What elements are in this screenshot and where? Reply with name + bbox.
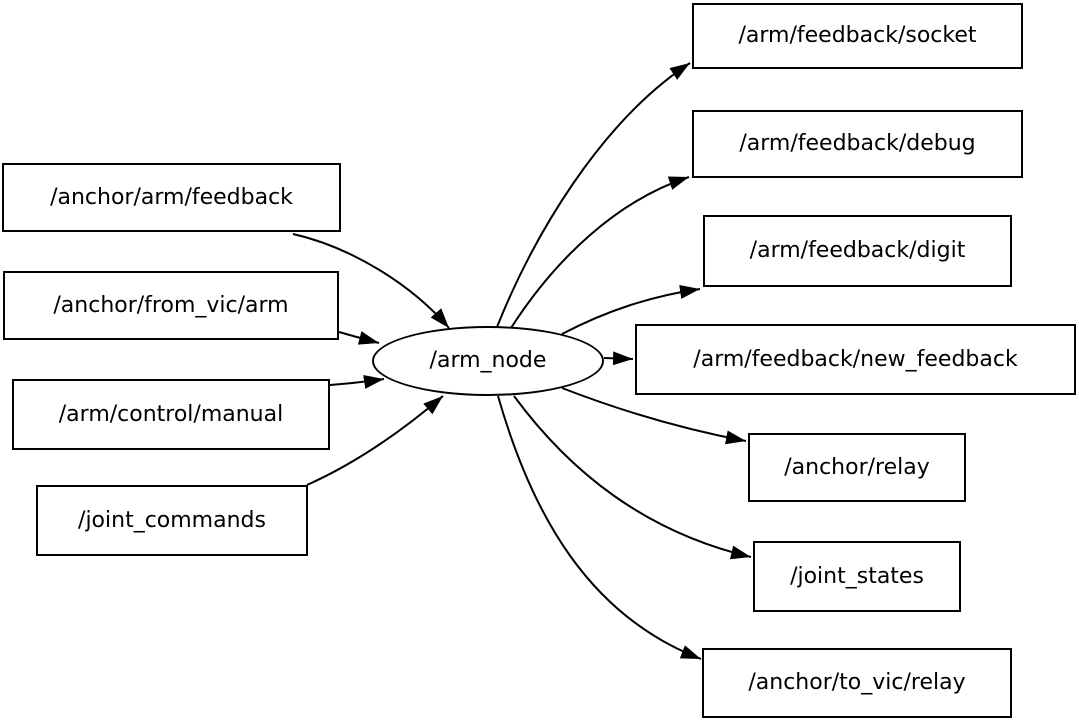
topic-box-joint-commands: /joint_commands xyxy=(36,485,308,556)
edge-arm-control-manual-to-arm-node xyxy=(329,375,385,389)
node-ellipse-arm-node: /arm_node xyxy=(372,326,604,396)
edge-arm-node-to-arm-feedback-socket xyxy=(496,62,691,328)
edge-arm-node-to-arm-feedback-debug xyxy=(510,176,690,329)
topic-box-anchor-from-vic-arm: /anchor/from_vic/arm xyxy=(3,271,339,340)
edge-arm-node-to-arm-feedback-digit xyxy=(561,284,701,335)
topic-box-arm-feedback-new-feedback: /arm/feedback/new_feedback xyxy=(635,324,1076,395)
topic-box-arm-feedback-socket: /arm/feedback/socket xyxy=(692,3,1023,69)
edge-arm-node-to-anchor-to-vic-relay xyxy=(497,395,702,660)
topic-box-arm-feedback-debug: /arm/feedback/debug xyxy=(692,110,1023,178)
topic-box-arm-feedback-digit: /arm/feedback/digit xyxy=(703,215,1012,287)
edge-arm-node-to-anchor-relay xyxy=(561,387,747,445)
edge-arm-node-to-joint-states xyxy=(513,395,752,560)
topic-box-anchor-relay: /anchor/relay xyxy=(748,433,966,502)
topic-box-anchor-to-vic-relay: /anchor/to_vic/relay xyxy=(702,648,1012,718)
topic-box-arm-control-manual: /arm/control/manual xyxy=(12,379,330,450)
edge-anchor-from-vic-arm-to-arm-node xyxy=(338,331,380,345)
topic-box-joint-states: /joint_states xyxy=(753,541,961,612)
edge-anchor-arm-feedback-to-arm-node xyxy=(292,233,450,329)
edge-arm-node-to-arm-feedback-new-feedback xyxy=(603,351,634,366)
topic-box-anchor-arm-feedback: /anchor/arm/feedback xyxy=(2,163,341,232)
edge-joint-commands-to-arm-node xyxy=(306,395,444,486)
